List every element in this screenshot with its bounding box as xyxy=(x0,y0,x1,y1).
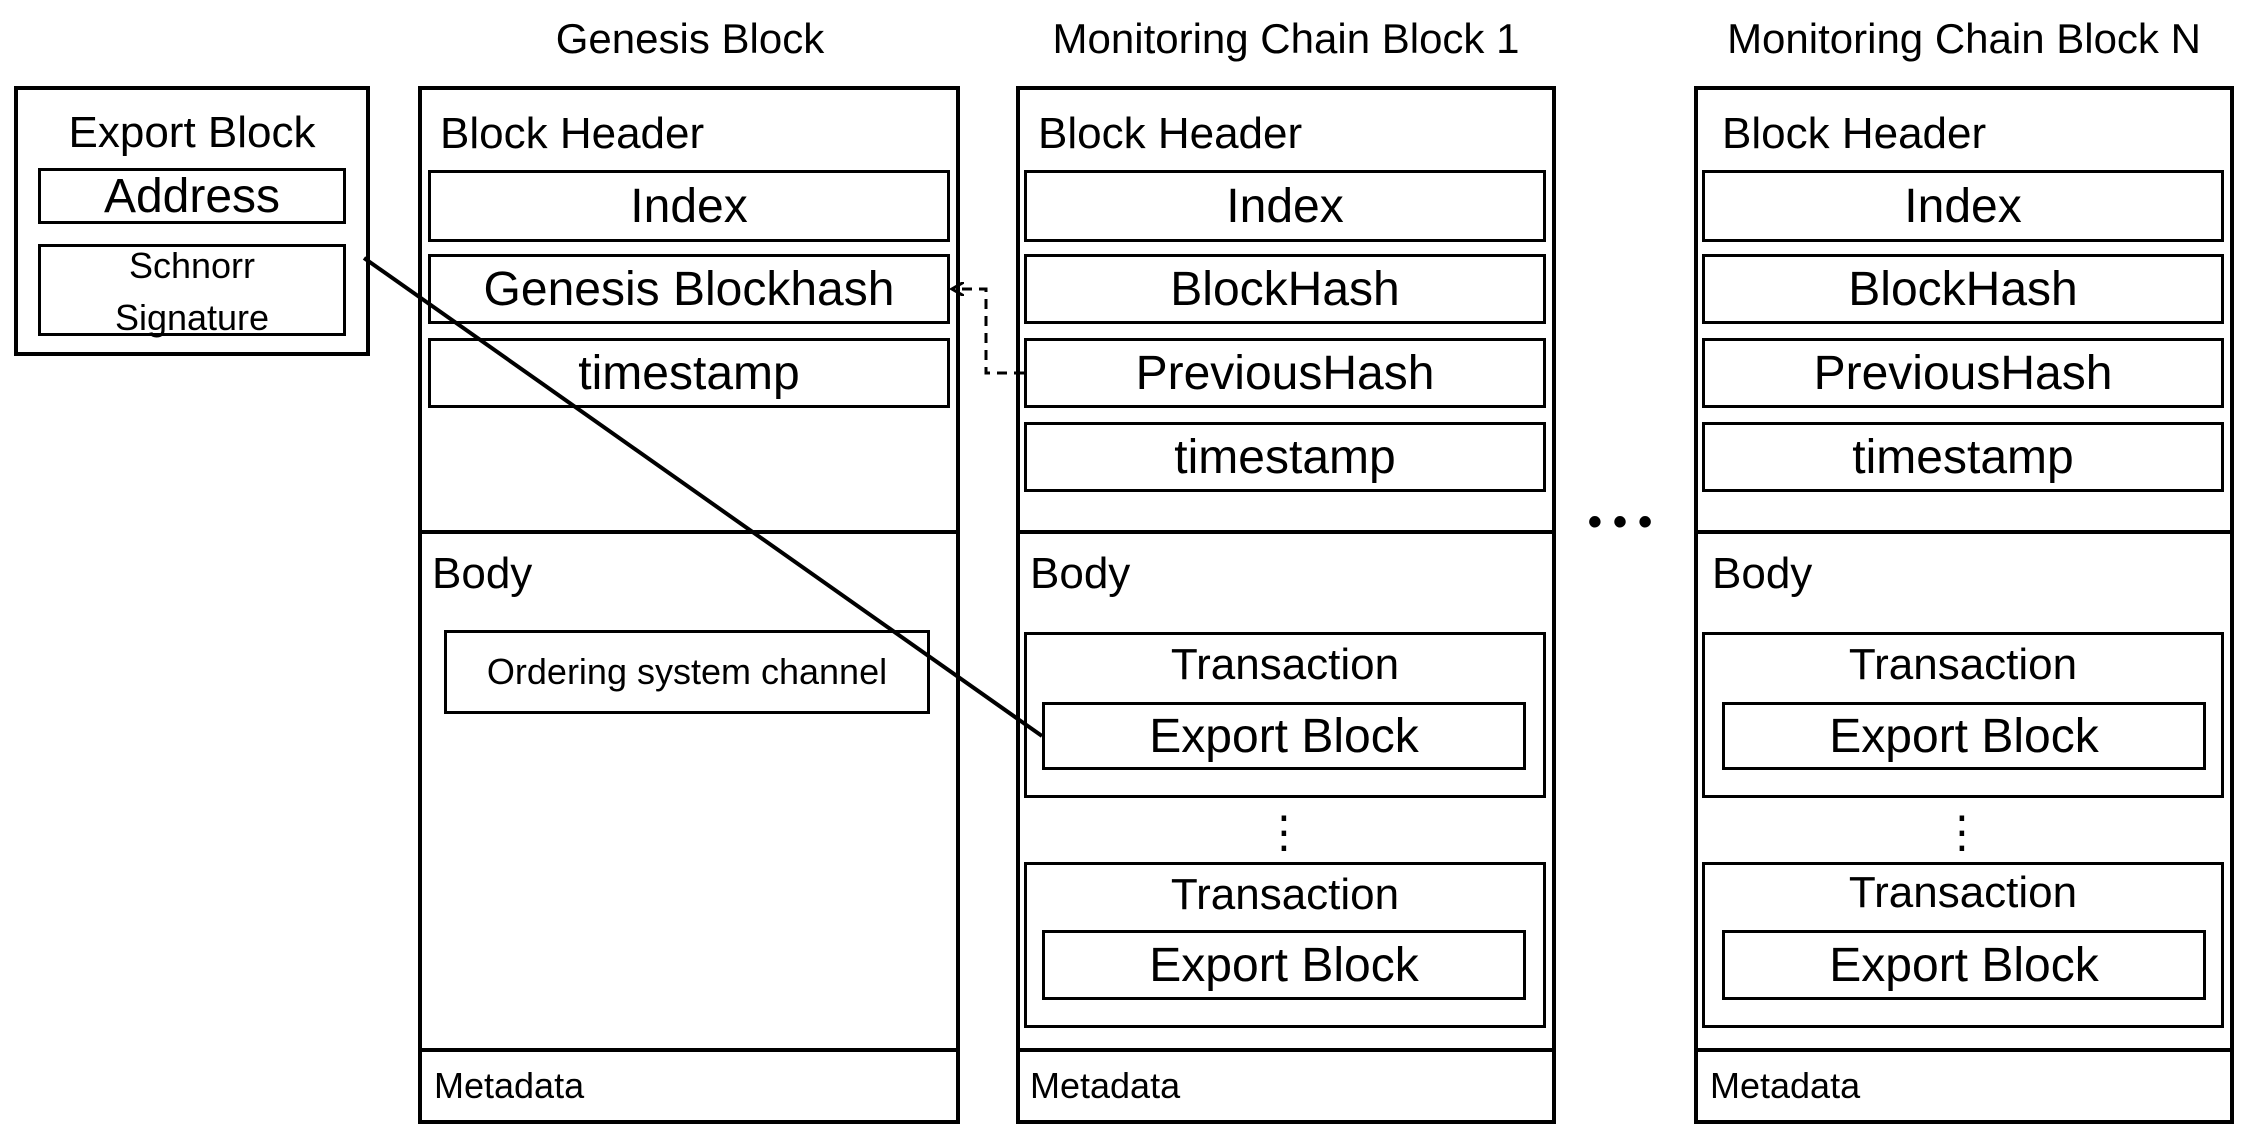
genesis-metadata-label: Metadata xyxy=(434,1065,585,1106)
monitor1-export-block-2: Export Block xyxy=(1042,930,1526,1000)
genesis-index-field: Index xyxy=(428,170,950,242)
monitorN-metadata-label: Metadata xyxy=(1710,1065,1861,1106)
genesis-header-label: Block Header xyxy=(440,109,705,158)
genesis-blockhash-field: Genesis Blockhash xyxy=(428,254,950,324)
genesis-block-title: Genesis Block xyxy=(555,15,825,62)
monitorN-vertical-ellipsis: ⋮ xyxy=(1940,808,1984,857)
export-block-link-line xyxy=(362,256,1044,738)
monitor1-vertical-ellipsis: ⋮ xyxy=(1262,808,1306,857)
genesis-metadata-divider xyxy=(418,1048,960,1052)
monitor1-timestamp-field: timestamp xyxy=(1024,422,1546,492)
monitorN-timestamp-label: timestamp xyxy=(1852,430,2074,484)
monitorN-export-block-2: Export Block xyxy=(1722,930,2206,1000)
monitor1-export-block-1: Export Block xyxy=(1042,702,1526,770)
monitorN-header-label: Block Header xyxy=(1722,109,1987,158)
monitorN-previoushash-label: PreviousHash xyxy=(1813,346,2113,400)
export-block-signature-field xyxy=(38,244,346,336)
genesis-block xyxy=(418,86,960,1124)
genesis-body-label: Body xyxy=(432,549,533,598)
genesis-timestamp-label: timestamp xyxy=(578,346,800,400)
monitor1-transaction-1 xyxy=(1024,632,1546,798)
monitor1-previoushash-field: PreviousHash xyxy=(1024,338,1546,408)
monitor1-previoushash-label: PreviousHash xyxy=(1135,346,1435,400)
genesis-header-divider xyxy=(418,530,960,534)
genesis-blockhash-label: Genesis Blockhash xyxy=(483,262,895,316)
monitorN-transaction-1 xyxy=(1702,632,2224,798)
monitorN-transaction-2-label: Transaction xyxy=(1848,868,2078,917)
previous-hash-link-arrow xyxy=(952,289,1024,375)
monitor1-block-title: Monitoring Chain Block 1 xyxy=(1052,15,1520,62)
genesis-index-label: Index xyxy=(630,179,748,233)
monitor1-metadata-divider xyxy=(1016,1048,1556,1052)
monitor1-blockhash-field: BlockHash xyxy=(1024,254,1546,324)
export-block-address-label: Address xyxy=(103,169,281,223)
genesis-ordering-channel-label: Ordering system channel xyxy=(486,651,888,692)
monitor1-export-block-1-label: Export Block xyxy=(1149,709,1419,763)
monitor1-metadata-label: Metadata xyxy=(1030,1065,1181,1106)
monitor1-body-label: Body xyxy=(1030,549,1131,598)
monitor1-index-field: Index xyxy=(1024,170,1546,242)
monitorN-blockhash-label: BlockHash xyxy=(1848,262,2078,316)
monitor1-transaction-1-label: Transaction xyxy=(1170,640,1400,689)
monitor1-timestamp-label: timestamp xyxy=(1174,430,1396,484)
monitorN-body-label: Body xyxy=(1712,549,1813,598)
monitorN-index-field: Index xyxy=(1702,170,2224,242)
monitorN-header-divider xyxy=(1694,530,2234,534)
export-block-address-field: Address xyxy=(38,168,346,224)
genesis-timestamp-field: timestamp xyxy=(428,338,950,408)
export-block-legend-title: Export Block xyxy=(68,108,316,157)
monitor1-index-label: Index xyxy=(1226,179,1344,233)
monitorN-transaction-2 xyxy=(1702,862,2224,1028)
genesis-ordering-channel: Ordering system channel xyxy=(444,630,930,714)
monitorN-export-block-1: Export Block xyxy=(1722,702,2206,770)
monitorN-previoushash-field: PreviousHash xyxy=(1702,338,2224,408)
monitorN-index-label: Index xyxy=(1904,179,2022,233)
export-block-signature-line2: Signature xyxy=(114,297,270,338)
monitorN-block-title: Monitoring Chain Block N xyxy=(1727,15,2201,62)
monitor1-blockhash-label: BlockHash xyxy=(1170,262,1400,316)
monitorN-transaction-1-label: Transaction xyxy=(1848,640,2078,689)
export-block-signature-line1: Schnorr xyxy=(128,245,256,286)
monitor1-transaction-2-label: Transaction xyxy=(1170,870,1400,919)
monitorN-metadata-divider xyxy=(1694,1048,2234,1052)
monitorN-timestamp-field: timestamp xyxy=(1702,422,2224,492)
chain-continuation-ellipsis: • • • xyxy=(1587,500,1653,544)
monitor1-block xyxy=(1016,86,1556,1124)
monitorN-blockhash-field: BlockHash xyxy=(1702,254,2224,324)
monitor1-transaction-2 xyxy=(1024,862,1546,1028)
monitorN-block xyxy=(1694,86,2234,1124)
monitor1-export-block-2-label: Export Block xyxy=(1149,938,1419,992)
monitor1-header-label: Block Header xyxy=(1038,109,1303,158)
monitor1-header-divider xyxy=(1016,530,1556,534)
monitorN-export-block-2-label: Export Block xyxy=(1829,938,2099,992)
export-block-legend xyxy=(14,86,370,356)
monitorN-export-block-1-label: Export Block xyxy=(1829,709,2099,763)
